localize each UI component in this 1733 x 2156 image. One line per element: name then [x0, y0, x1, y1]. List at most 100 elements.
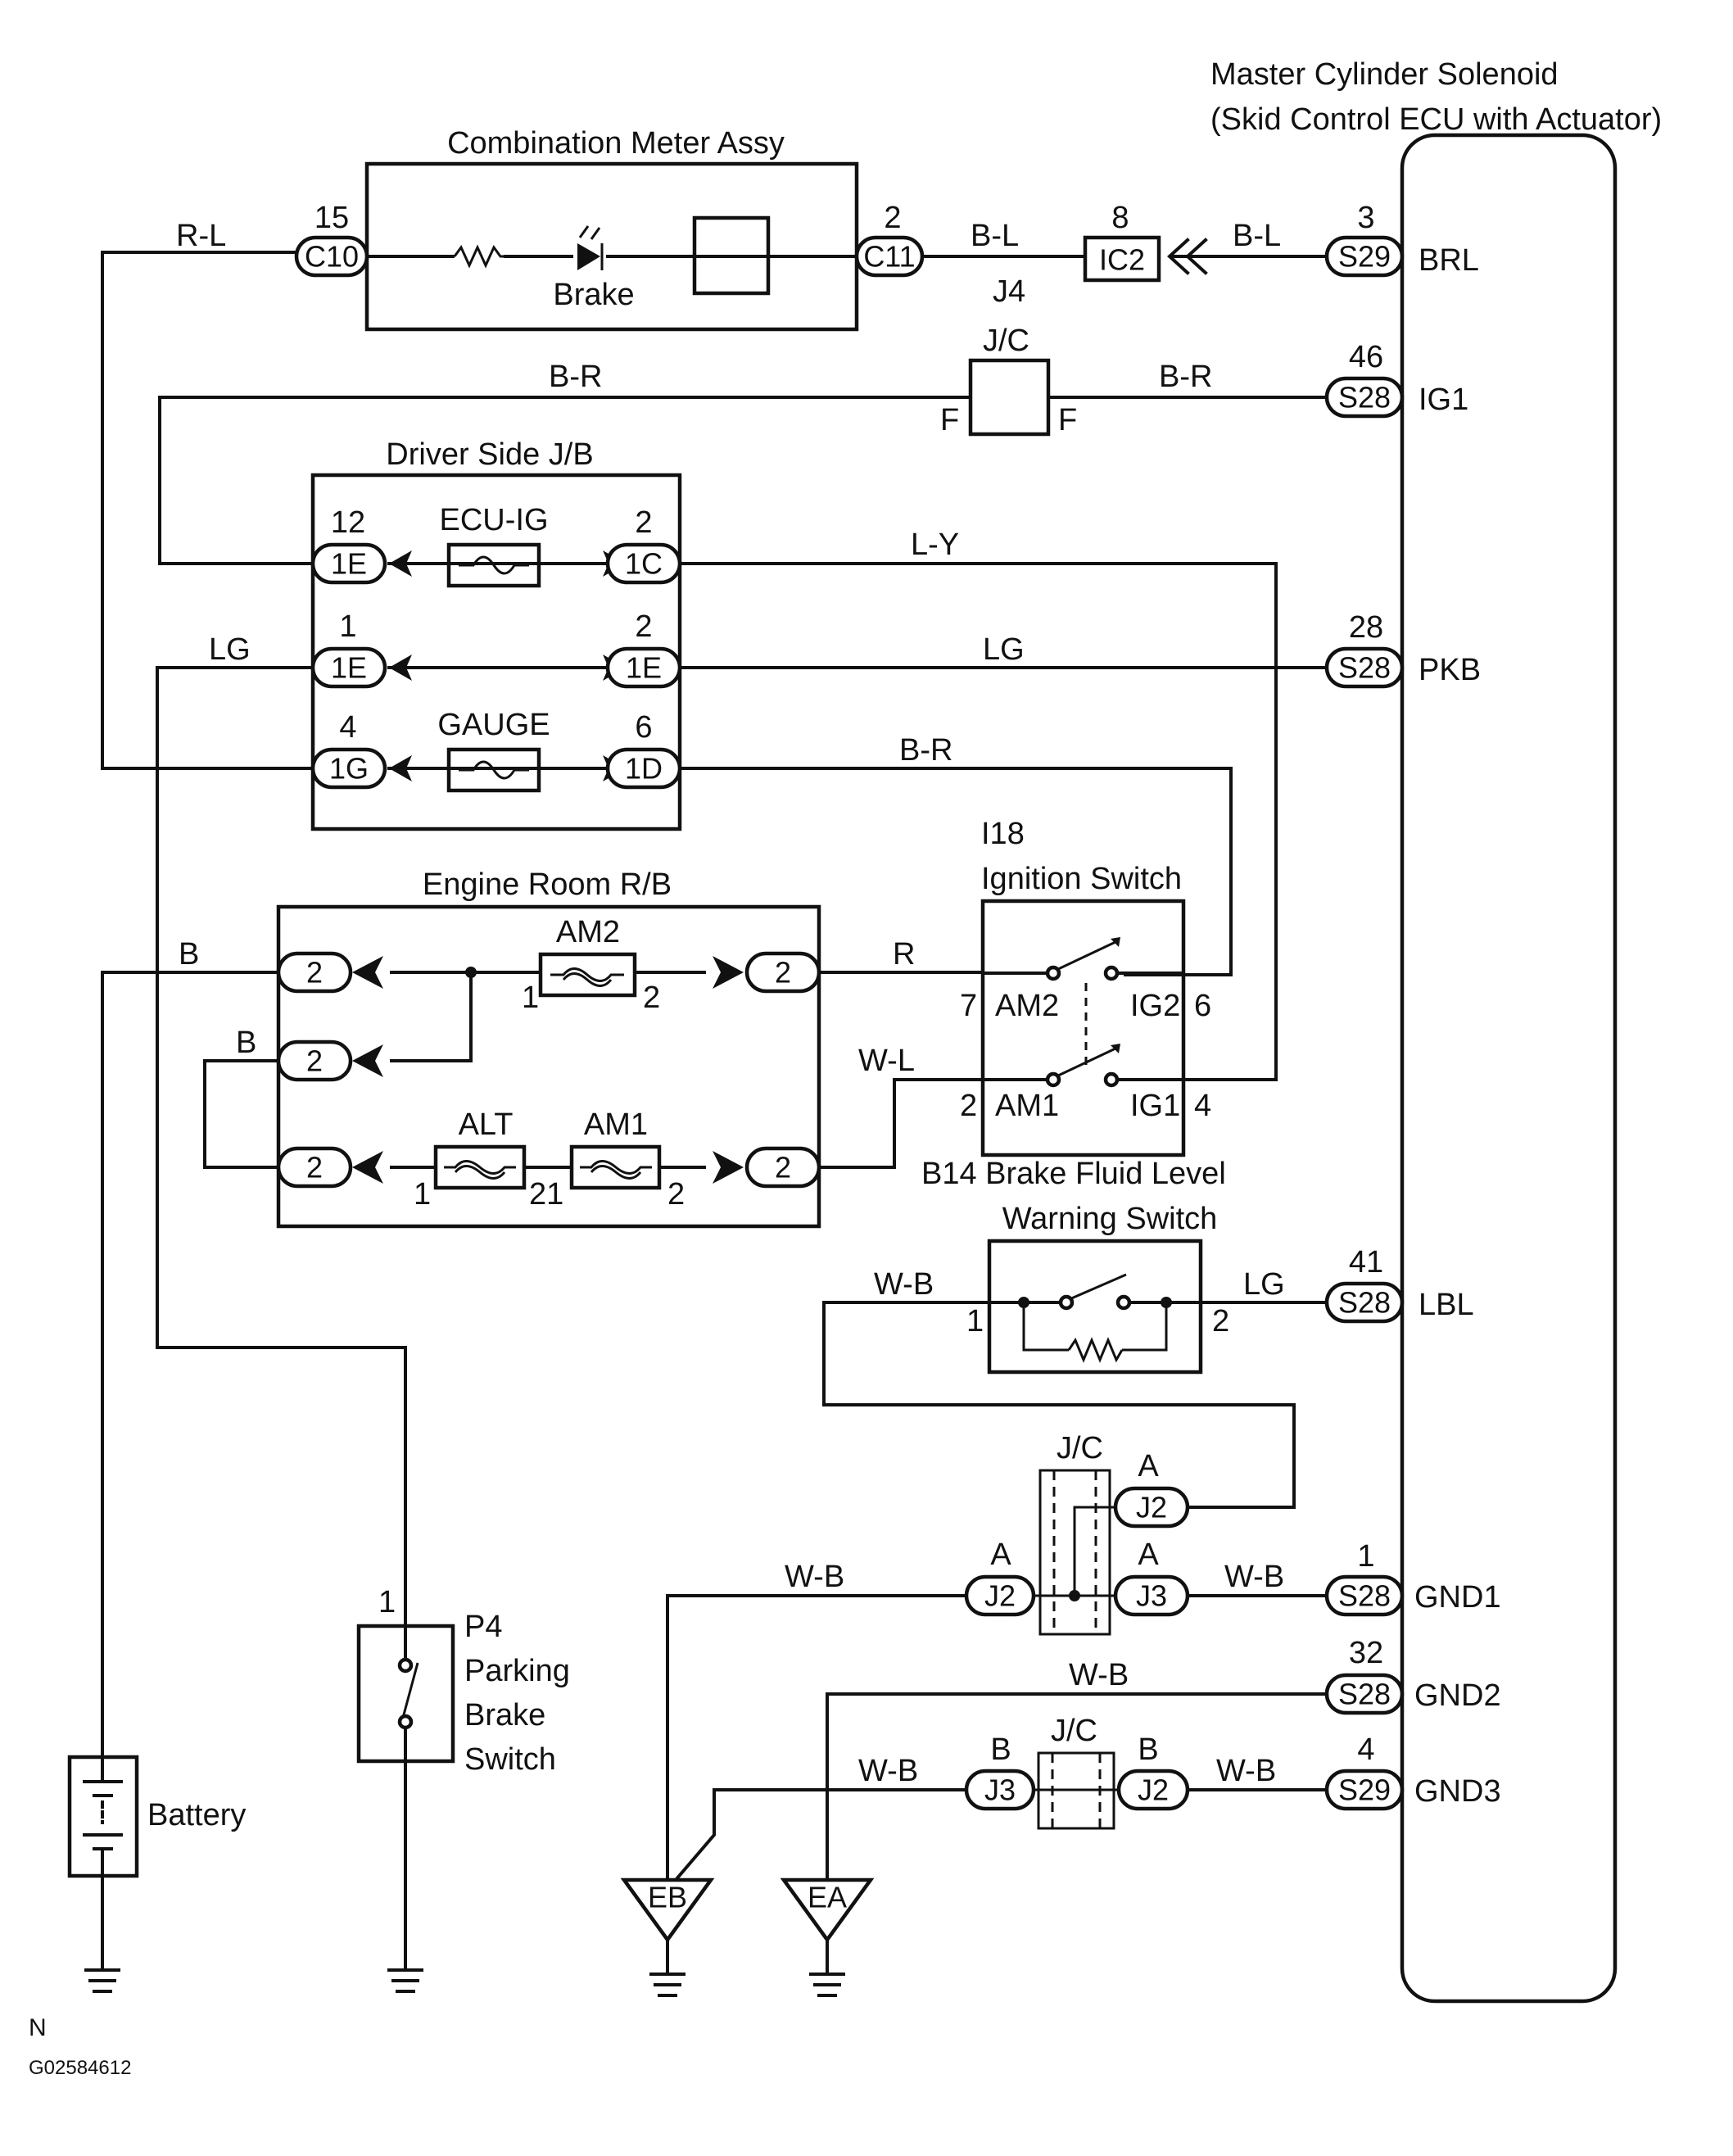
svg-text:S28: S28 — [1338, 381, 1391, 414]
jc-lower-label: J/C — [1051, 1714, 1097, 1748]
resistor-icon — [1067, 1337, 1124, 1363]
connector-jb-1e-b: 1E 1 — [310, 609, 387, 689]
ground-icon — [809, 1973, 845, 1997]
pkb-code: P4 — [464, 1610, 502, 1644]
jc-upper-box — [1038, 1469, 1111, 1636]
resistor-icon — [453, 244, 504, 269]
pin-jb-1d: 6 — [635, 710, 652, 745]
ecu-body — [1400, 133, 1618, 2004]
pin-fluid-1: 1 — [966, 1304, 984, 1338]
connector-j2-left: J2 A — [964, 1538, 1036, 1617]
pkb-line1: Parking — [464, 1654, 570, 1688]
pin-j3-lower: B — [990, 1732, 1011, 1767]
svg-text:1G: 1G — [329, 752, 369, 786]
connector-s28-gnd2: S28 32 — [1324, 1636, 1405, 1715]
arrow-left-icon — [352, 1151, 383, 1184]
wire-w-l — [817, 1078, 984, 1169]
ignition-switch: I18 Ignition Switch AM2 IG2 AM1 IG1 7 6 … — [960, 817, 1211, 1157]
ignition-code: I18 — [981, 817, 1025, 851]
pkb-line3: Switch — [464, 1742, 556, 1777]
wire-label-w-b-gnd2: W-B — [1069, 1658, 1129, 1692]
pin-fluid-2: 2 — [1212, 1304, 1229, 1338]
meter-lamp-label: Brake — [553, 278, 634, 312]
svg-text:1E: 1E — [331, 547, 367, 581]
pin-ign-6: 6 — [1194, 989, 1211, 1023]
fuse-am1 — [569, 1144, 662, 1190]
connector-rb-l3: 2 — [276, 1146, 353, 1189]
switch-blade-icon — [401, 1662, 419, 1719]
pin-s28-gnd1: 1 — [1357, 1539, 1374, 1574]
fuse-alt-label: ALT — [459, 1107, 514, 1142]
fluid-title-line1: B14 Brake Fluid Level — [921, 1157, 1226, 1191]
pin-jb-1g: 4 — [339, 710, 356, 745]
pin-s28-lbl: 41 — [1349, 1245, 1383, 1280]
fuse-icon — [459, 760, 529, 780]
wire-label-lg-left: LG — [209, 632, 251, 667]
pin-jb-1e-b: 1 — [339, 609, 356, 644]
svg-text:J2: J2 — [1136, 1491, 1167, 1524]
jc-j4: J4 J/C F F — [940, 274, 1077, 437]
pin-ign-2: 2 — [960, 1089, 977, 1123]
ecu-terminal-pkb: PKB — [1419, 653, 1481, 687]
connector-s28-lbl: S28 41 — [1324, 1245, 1405, 1324]
ic2-chevron-1 — [1167, 238, 1190, 275]
wire-w-b-fluid — [822, 1301, 1296, 1509]
connector-j2-lower: J2 B — [1116, 1732, 1190, 1811]
ecu-terminal-brl: BRL — [1419, 243, 1479, 278]
jc-lower: J/C — [1034, 1714, 1119, 1830]
wire-r-l — [101, 251, 314, 770]
driver-side-jb: Driver Side J/B ECU-IG GAUGE — [310, 437, 682, 831]
fuse-gauge-label: GAUGE — [437, 708, 550, 742]
wire-label-l-y: L-Y — [911, 528, 959, 562]
fusible-link-icon — [580, 1160, 652, 1180]
connector-ic2: IC2 — [1083, 235, 1208, 283]
connector-s28-ig1: S28 46 — [1324, 340, 1405, 419]
wire-label-w-b-j2: W-B — [785, 1560, 844, 1594]
fuse-gauge — [446, 747, 541, 793]
meter-title: Combination Meter Assy — [447, 126, 785, 161]
wire-label-b-mid: B — [236, 1026, 256, 1060]
connector-c10: C10 15 — [294, 201, 369, 278]
ecu-terminal-gnd2: GND2 — [1414, 1678, 1501, 1713]
ic2-label: IC2 — [1099, 243, 1145, 277]
svg-text:S28: S28 — [1338, 651, 1391, 685]
pin-am1-out: 2 — [667, 1177, 685, 1212]
wire-label-w-b-fluid: W-B — [874, 1267, 934, 1302]
driver-jb-box — [310, 473, 682, 831]
connector-j3-lower: J3 B — [964, 1732, 1036, 1811]
ground-eb-label: EB — [648, 1881, 687, 1914]
wire-label-r-l: R-L — [176, 219, 226, 253]
svg-text:J2: J2 — [984, 1579, 1016, 1613]
junction-dot — [465, 967, 477, 978]
led-icon — [573, 225, 606, 274]
wire-labels: R-L B-L B-L B-R B-R L-Y LG LG B-R B B R … — [176, 219, 1285, 1788]
battery-label: Battery — [147, 1798, 246, 1832]
arrow-right-icon — [713, 1151, 744, 1184]
svg-text:1E: 1E — [626, 651, 662, 685]
svg-text:C11: C11 — [863, 240, 915, 274]
switch-blade-icon — [1069, 1273, 1127, 1301]
arrow-left-icon — [389, 550, 412, 577]
pin-c11: 2 — [884, 201, 901, 235]
svg-text:J2: J2 — [1138, 1773, 1169, 1807]
connector-j3-upper: J3 A — [1113, 1538, 1190, 1617]
meter-gauge-box — [692, 215, 771, 296]
wire-label-b-l-left: B-L — [971, 219, 1019, 253]
svg-text:S28: S28 — [1338, 1579, 1391, 1613]
jc-j4-code: J4 — [993, 274, 1025, 309]
connector-s28-pkb: S28 28 — [1324, 610, 1405, 689]
ground-icon — [387, 1968, 423, 1993]
ignition-am1-label: AM1 — [995, 1089, 1059, 1123]
fuse-ecu-ig — [446, 542, 541, 588]
wire-lg-left — [156, 666, 407, 1628]
pin-j2-lower: B — [1138, 1732, 1158, 1767]
connector-c11: C11 2 — [854, 201, 925, 278]
arrow-left-icon — [352, 1044, 383, 1077]
connector-j2-upper: J2 A — [1113, 1449, 1190, 1529]
brake-fluid-switch: B14 Brake Fluid Level Warning Switch 1 2 — [921, 1157, 1229, 1375]
meter-box — [364, 161, 859, 332]
driver-jb-title: Driver Side J/B — [386, 437, 593, 472]
ground-point-eb: EB — [620, 1877, 715, 1943]
arrow-left-icon — [352, 956, 383, 989]
